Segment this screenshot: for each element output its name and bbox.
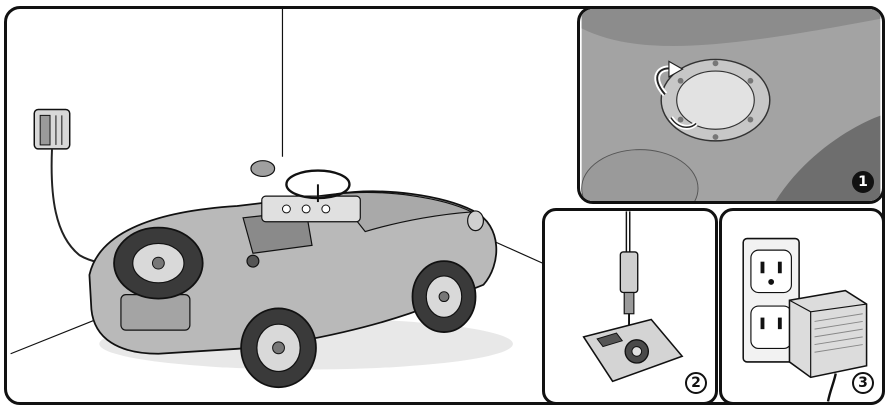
charging-port-cover-icon bbox=[580, 9, 882, 201]
step-number-badge: 1 bbox=[852, 171, 874, 193]
step-2-panel: 2 bbox=[542, 208, 718, 405]
step-3-panel: 3 bbox=[719, 208, 885, 405]
ride-on-car-icon bbox=[89, 161, 513, 388]
wall-adapter-icon bbox=[34, 109, 69, 148]
car-charge-port-icon bbox=[247, 255, 259, 267]
step-number-badge: 2 bbox=[685, 372, 707, 394]
step-1-panel: 1 bbox=[577, 6, 885, 204]
step-number-badge: 3 bbox=[852, 372, 874, 394]
